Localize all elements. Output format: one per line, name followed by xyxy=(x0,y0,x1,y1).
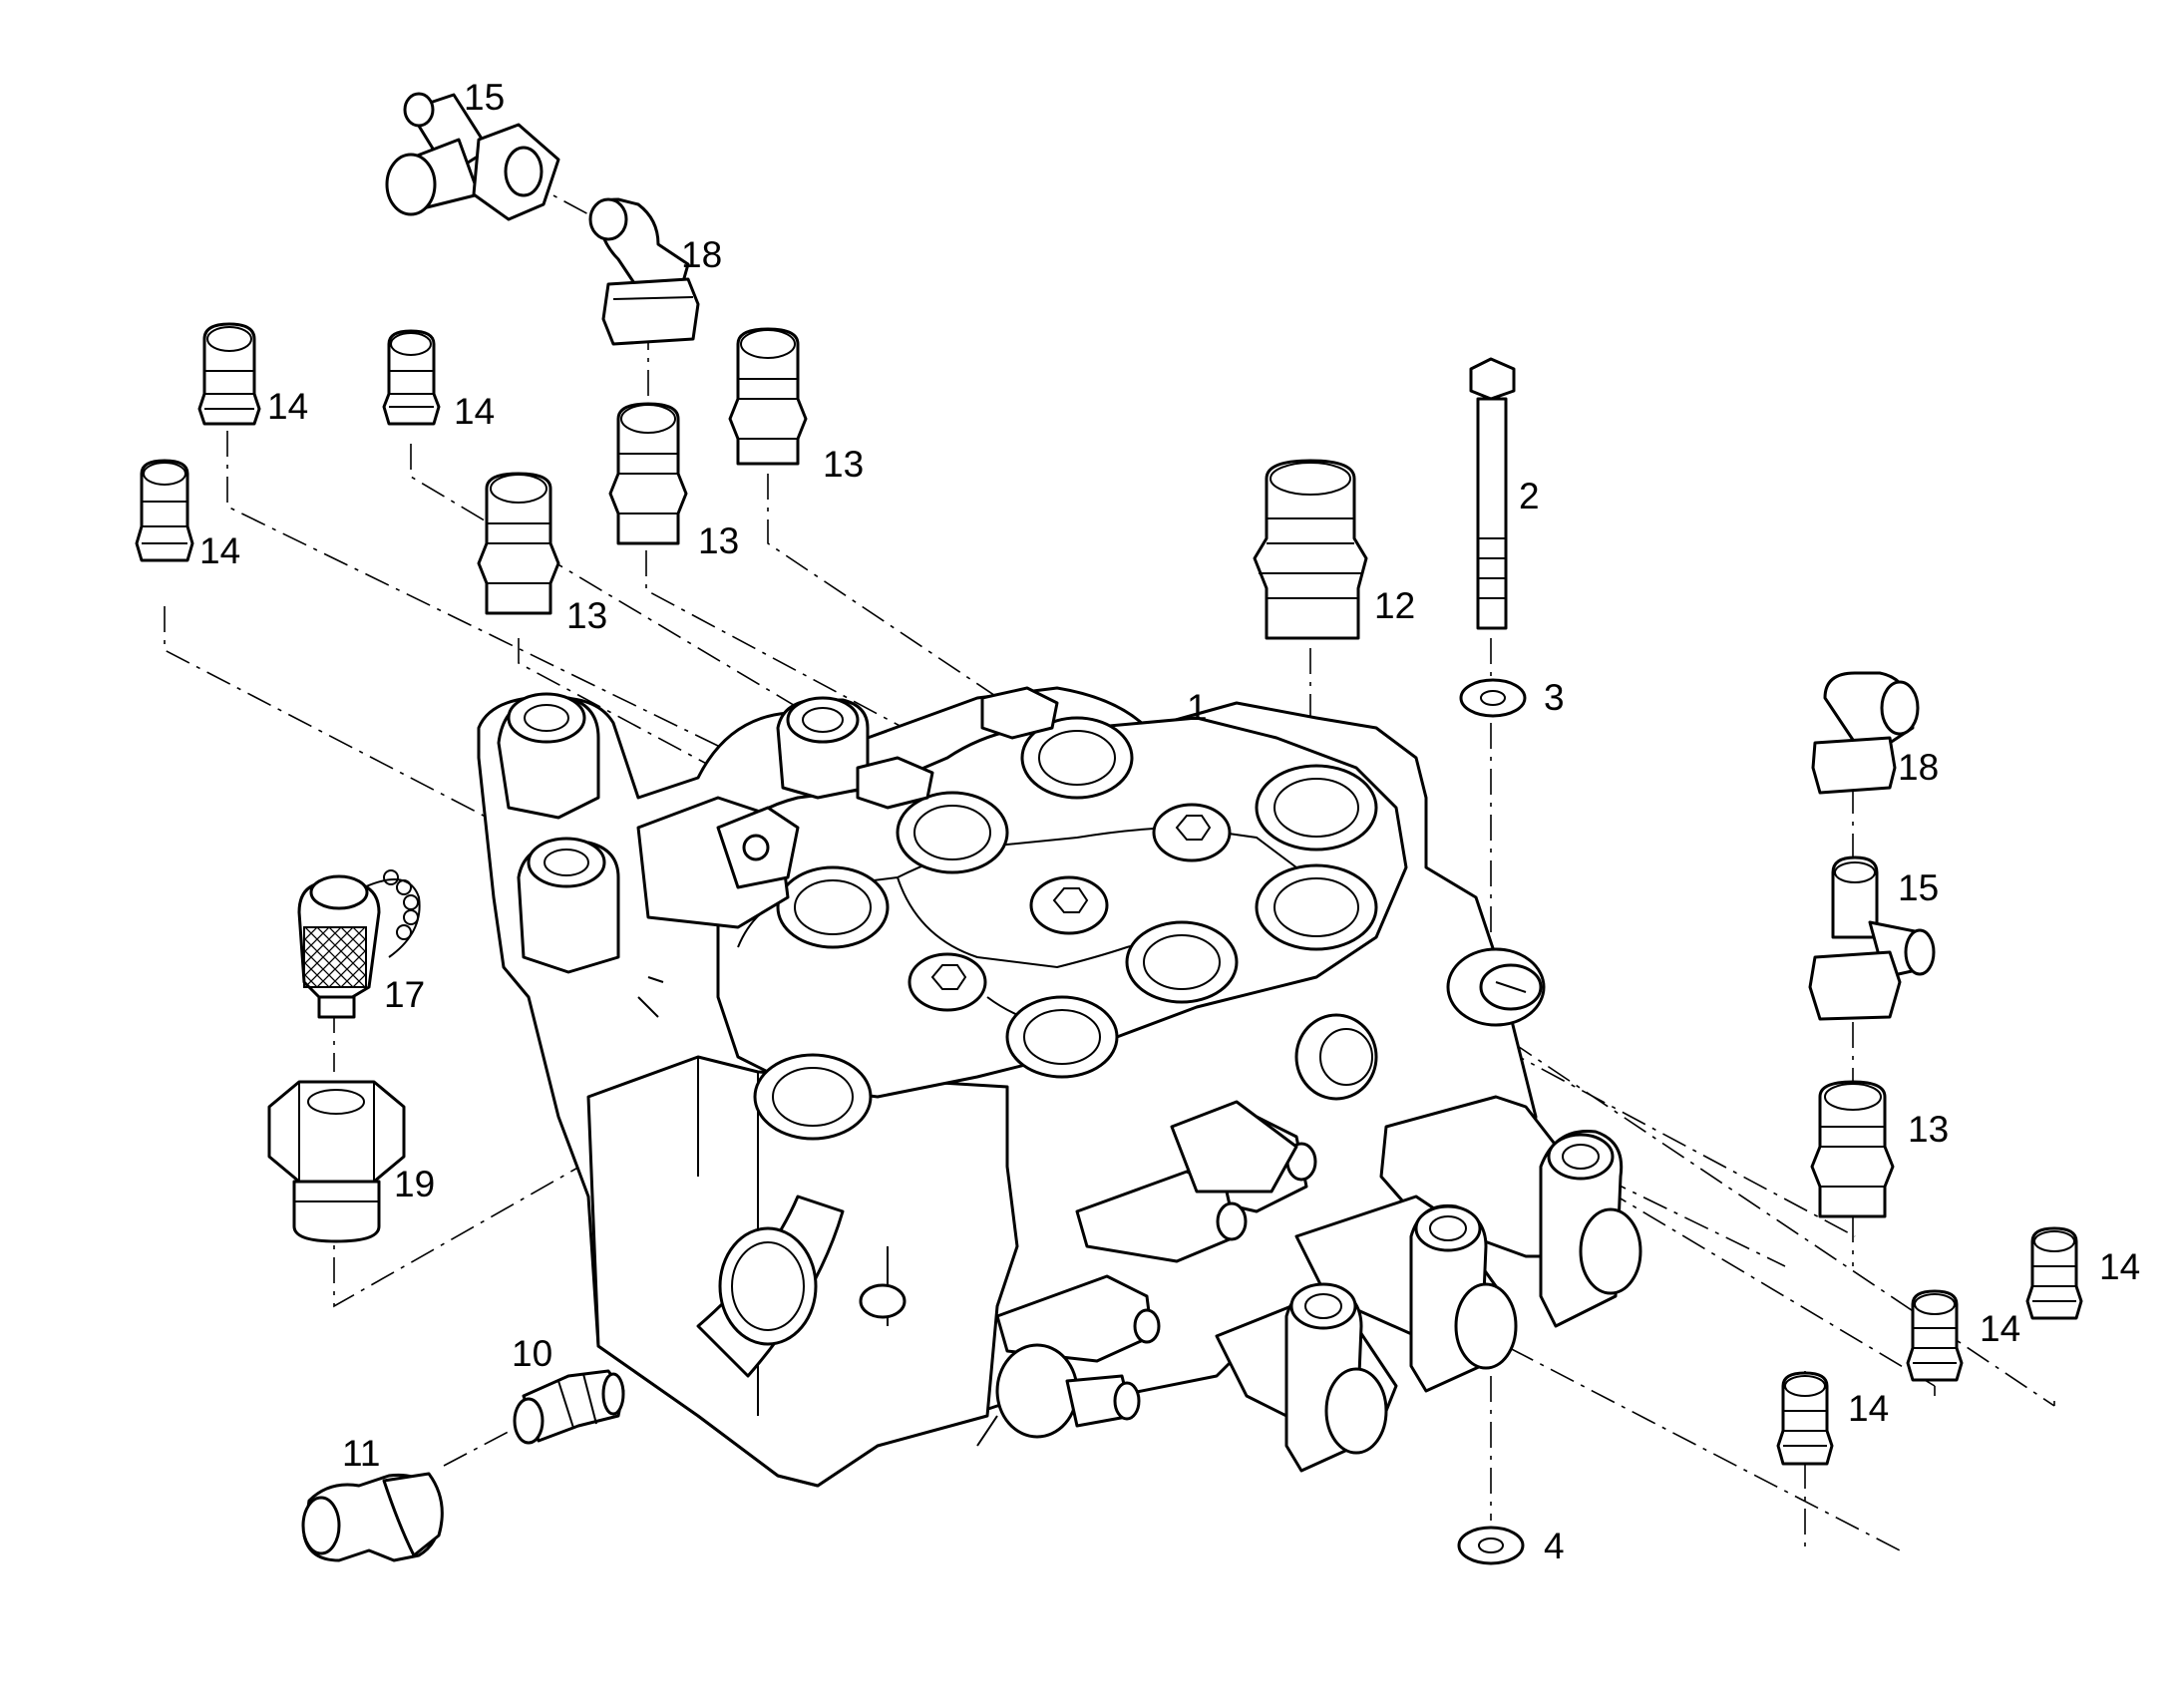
elbow-fitting-right xyxy=(1811,671,1920,795)
adapter-19 xyxy=(267,1080,406,1243)
top-ports xyxy=(753,716,1378,1141)
nipple-14-f xyxy=(1776,1371,1834,1466)
fitting-10 xyxy=(513,1369,625,1445)
nipple-14-a xyxy=(197,322,261,426)
callout-18-top: 18 xyxy=(681,234,722,275)
callout-12: 12 xyxy=(1374,585,1415,626)
callout-4: 4 xyxy=(1544,1526,1565,1566)
callout-18-right: 18 xyxy=(1898,747,1939,788)
bolt-2 xyxy=(1469,357,1516,630)
callout-1: 1 xyxy=(1187,687,1208,728)
callout-10: 10 xyxy=(512,1333,552,1374)
elbow-fitting-11 xyxy=(301,1472,444,1562)
callout-19: 19 xyxy=(394,1164,435,1204)
nipple-13-d xyxy=(1810,1080,1895,1218)
callout-13-a: 13 xyxy=(823,444,864,485)
tee-fitting-right xyxy=(1808,855,1936,1021)
callout-labels: 15 18 14 14 14 13 13 13 2 12 3 1 18 15 1… xyxy=(199,77,2140,1566)
callout-14-b: 14 xyxy=(454,391,495,432)
washer-3 xyxy=(1459,678,1527,718)
nipple-14-b xyxy=(382,329,441,426)
callout-14-c: 14 xyxy=(199,530,240,571)
test-coupler-17 xyxy=(297,869,421,1019)
callout-13-c: 13 xyxy=(566,595,607,636)
callout-17: 17 xyxy=(384,974,425,1015)
callout-15-right: 15 xyxy=(1898,867,1939,908)
nipple-14-e xyxy=(1906,1289,1964,1382)
elbow-fitting-top xyxy=(588,197,700,346)
callout-13-d: 13 xyxy=(1908,1109,1949,1150)
callout-14-e: 14 xyxy=(1980,1308,2020,1349)
valve-body xyxy=(477,686,1642,1488)
nipple-14-c xyxy=(135,459,194,562)
nipple-14-d xyxy=(2025,1226,2083,1320)
nipple-13-a xyxy=(728,327,808,466)
callout-14-d: 14 xyxy=(2099,1246,2140,1287)
callout-13-b: 13 xyxy=(698,520,739,561)
hex-plugs xyxy=(908,803,1232,1012)
nipple-13-b xyxy=(608,402,688,545)
callout-11: 11 xyxy=(342,1433,380,1474)
nipple-13-c xyxy=(477,472,560,615)
callout-2: 2 xyxy=(1519,476,1540,516)
callout-15-top: 15 xyxy=(464,77,505,118)
callout-14-a: 14 xyxy=(267,386,308,427)
callout-3: 3 xyxy=(1544,677,1565,718)
callout-14-f: 14 xyxy=(1848,1388,1889,1429)
washer-4 xyxy=(1457,1526,1525,1565)
plug-12 xyxy=(1253,459,1368,640)
tee-fitting-top xyxy=(385,92,560,221)
